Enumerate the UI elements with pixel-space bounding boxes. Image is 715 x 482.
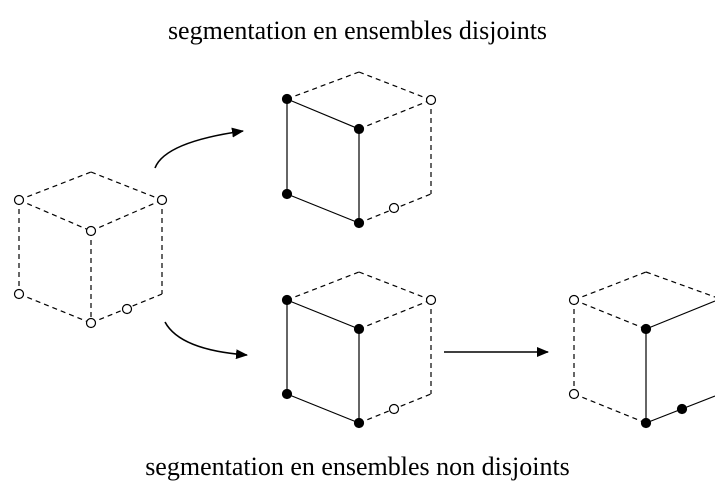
vertex-filled <box>642 325 651 334</box>
vertex-filled <box>283 390 292 399</box>
cube-original <box>15 172 167 328</box>
vertex-filled <box>355 219 364 228</box>
cube-non-disjoint-a <box>283 272 436 428</box>
vertex-filled <box>355 125 364 134</box>
vertex-filled <box>283 296 292 305</box>
vertex-empty <box>15 196 24 205</box>
arrow-upper <box>155 131 243 168</box>
vertex-empty <box>15 290 24 299</box>
vertex-filled <box>678 405 687 414</box>
vertex-filled <box>355 419 364 428</box>
vertex-empty <box>570 296 579 305</box>
vertex-filled <box>355 325 364 334</box>
vertex-empty <box>427 96 436 105</box>
vertex-empty <box>87 319 96 328</box>
vertex-empty <box>123 305 132 314</box>
vertex-filled <box>283 95 292 104</box>
vertex-filled <box>642 419 651 428</box>
vertex-empty <box>158 196 167 205</box>
vertex-empty <box>87 227 96 236</box>
vertex-filled <box>283 190 292 199</box>
vertex-empty <box>390 204 399 213</box>
cube-non-disjoint-b <box>570 272 715 428</box>
arrow-lower <box>165 322 247 355</box>
cube-disjoint <box>283 72 436 228</box>
vertex-empty <box>570 390 579 399</box>
vertex-empty <box>390 405 399 414</box>
vertex-empty <box>427 296 436 305</box>
